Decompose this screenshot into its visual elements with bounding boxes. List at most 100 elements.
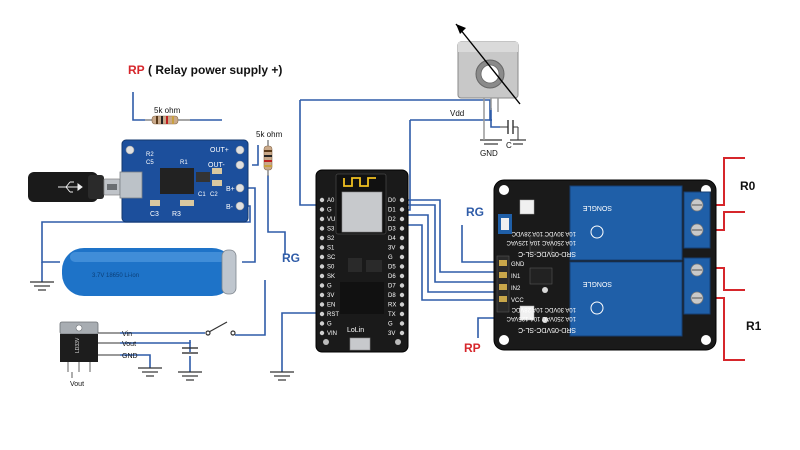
nodemcu-pin-label: D5	[388, 265, 396, 271]
relay-input-pin-label: VCC	[511, 298, 524, 304]
wire-d2-in2	[395, 204, 495, 283]
relay-2-brand: SONGLE	[582, 280, 612, 287]
nodemcu-pin-label: VIN	[327, 331, 337, 337]
nodemcu-pin-label: G	[388, 322, 393, 328]
nodemcu-pin-label: A0	[327, 198, 335, 204]
nodemcu-pin-hole	[319, 311, 325, 317]
nodemcu-pin-label: D8	[388, 293, 396, 299]
resistor-side-label: 5k ohm	[256, 130, 283, 139]
nodemcu-pin-label: RST	[327, 312, 339, 318]
nodemcu-pin-hole	[319, 330, 325, 336]
relay-1-line3: 10A 30VDC 10A 28VDC	[511, 230, 576, 236]
nodemcu-pin-hole	[399, 311, 405, 317]
battery-label: 3.7V 18650 Li-ion	[92, 273, 139, 279]
charger-c5: C5	[146, 160, 154, 166]
relay-input-pin-label: GND	[511, 262, 525, 268]
wires	[41, 92, 500, 372]
nodemcu-pin-label: EN	[327, 303, 335, 309]
nodemcu-pin-hole	[319, 245, 325, 250]
nodemcu-pin-hole	[399, 197, 405, 203]
charger-r3: R3	[172, 211, 181, 218]
charger-out-plus: OUT+	[210, 147, 229, 154]
reg-vout-label: Vout	[122, 341, 136, 348]
rp-title-text: ( Relay power supply +)	[148, 63, 282, 77]
wire-rp-supply	[132, 92, 145, 121]
r1-label: R1	[746, 319, 762, 333]
reg-gnd-label: GND	[122, 353, 138, 360]
wire-rp-bottom	[477, 317, 495, 338]
nodemcu-pin-hole	[319, 254, 325, 260]
relay-1-line2: 10A 250VAC 10A 125VAC	[506, 239, 576, 245]
nodemcu-pin-label: SC	[327, 255, 336, 261]
wire-bplus-battery	[242, 187, 256, 263]
nodemcu-pin-hole	[399, 216, 405, 222]
nodemcu-brand: LoLin	[347, 327, 364, 334]
relay-input-pin-label: IN2	[511, 286, 521, 292]
relay-input-pin-label: IN1	[511, 274, 521, 280]
nodemcu-pin-label: G	[327, 322, 332, 328]
nodemcu-pin-hole	[399, 273, 405, 279]
vdd-label: Vdd	[450, 109, 464, 118]
reg-vout-pin-label: Vout	[70, 381, 84, 388]
charger-module: OUT+ OUT- B+ B- C3 R3 C1 C2 R1 C5 R2	[119, 139, 249, 223]
nodemcu-pin-label: G	[388, 255, 393, 261]
rp-bottom-label: RP	[464, 341, 481, 355]
wire-out-plus	[252, 145, 259, 166]
nodemcu-pin-label: D2	[388, 217, 396, 223]
nodemcu-pin-hole	[399, 302, 405, 307]
svg-text:LD33V: LD33V	[75, 337, 81, 353]
nodemcu-pin-label: 3V	[388, 331, 395, 337]
relay-1-brand: SONGLE	[582, 204, 612, 211]
usb-icon	[58, 181, 83, 193]
nodemcu-pin-hole	[399, 254, 405, 260]
nodemcu-pin-hole	[319, 264, 325, 269]
switch-symbol	[205, 321, 236, 336]
nodemcu-pin-label: D3	[388, 227, 396, 233]
wire-d3	[395, 214, 495, 293]
ground-icon	[138, 367, 162, 377]
nodemcu-pin-label: S3	[327, 227, 335, 233]
nodemcu-pin-label: 3V	[327, 293, 334, 299]
nodemcu-pin-label: D0	[388, 198, 396, 204]
wire-out-to-switch	[235, 280, 266, 336]
nodemcu-pin-hole	[319, 292, 325, 298]
nodemcu-pin-label: G	[327, 284, 332, 290]
charger-out-minus: OUT-	[208, 162, 225, 169]
voltage-regulator: LD33V Vin Vout GND Vout	[59, 321, 138, 388]
nodemcu-pin-hole	[399, 226, 405, 231]
nodemcu-pin-hole	[319, 283, 325, 288]
charger-b-minus: B-	[226, 204, 234, 211]
nodemcu-pin-hole	[399, 264, 405, 269]
wire-side-resistor	[267, 175, 286, 255]
nodemcu-pin-hole	[399, 235, 405, 241]
wire-rg-right	[461, 225, 495, 263]
charger-c2: C2	[210, 192, 218, 198]
charger-r1: R1	[180, 160, 188, 166]
resistor-top: 5k ohm	[145, 106, 190, 125]
nodemcu-pin-hole	[399, 330, 405, 336]
relay-2: SRD-05VDC-SL-C 10A 250VAC 10A 125VAC 10A…	[506, 261, 683, 337]
nodemcu-pin-label: VU	[327, 217, 335, 223]
nodemcu-pin-hole	[319, 197, 325, 203]
relay-2-line1: SRD-05VDC-SL-C	[518, 326, 576, 333]
resistor-side: 5k ohm	[256, 130, 283, 176]
nodemcu-pin-hole	[319, 226, 325, 231]
nodemcu-pin-label: D6	[388, 274, 396, 280]
nodemcu-pin-label: RX	[388, 303, 396, 309]
resistor-top-label: 5k ohm	[154, 106, 181, 115]
charger-c3: C3	[150, 211, 159, 218]
nodemcu-pin-hole	[399, 207, 405, 212]
nodemcu-pin-hole	[399, 283, 405, 288]
nodemcu-pin-label: SK	[327, 274, 335, 280]
nodemcu-pin-label: D7	[388, 284, 396, 290]
ground-icon	[510, 139, 526, 145]
nodemcu-pin-hole	[319, 321, 325, 326]
battery: 3.7V 18650 Li-ion	[62, 248, 237, 296]
rg-right-label: RG	[466, 205, 484, 219]
relay-2-line3: 10A 30VDC 10A 28VDC	[511, 306, 576, 312]
nodemcu-pin-hole	[319, 207, 325, 212]
